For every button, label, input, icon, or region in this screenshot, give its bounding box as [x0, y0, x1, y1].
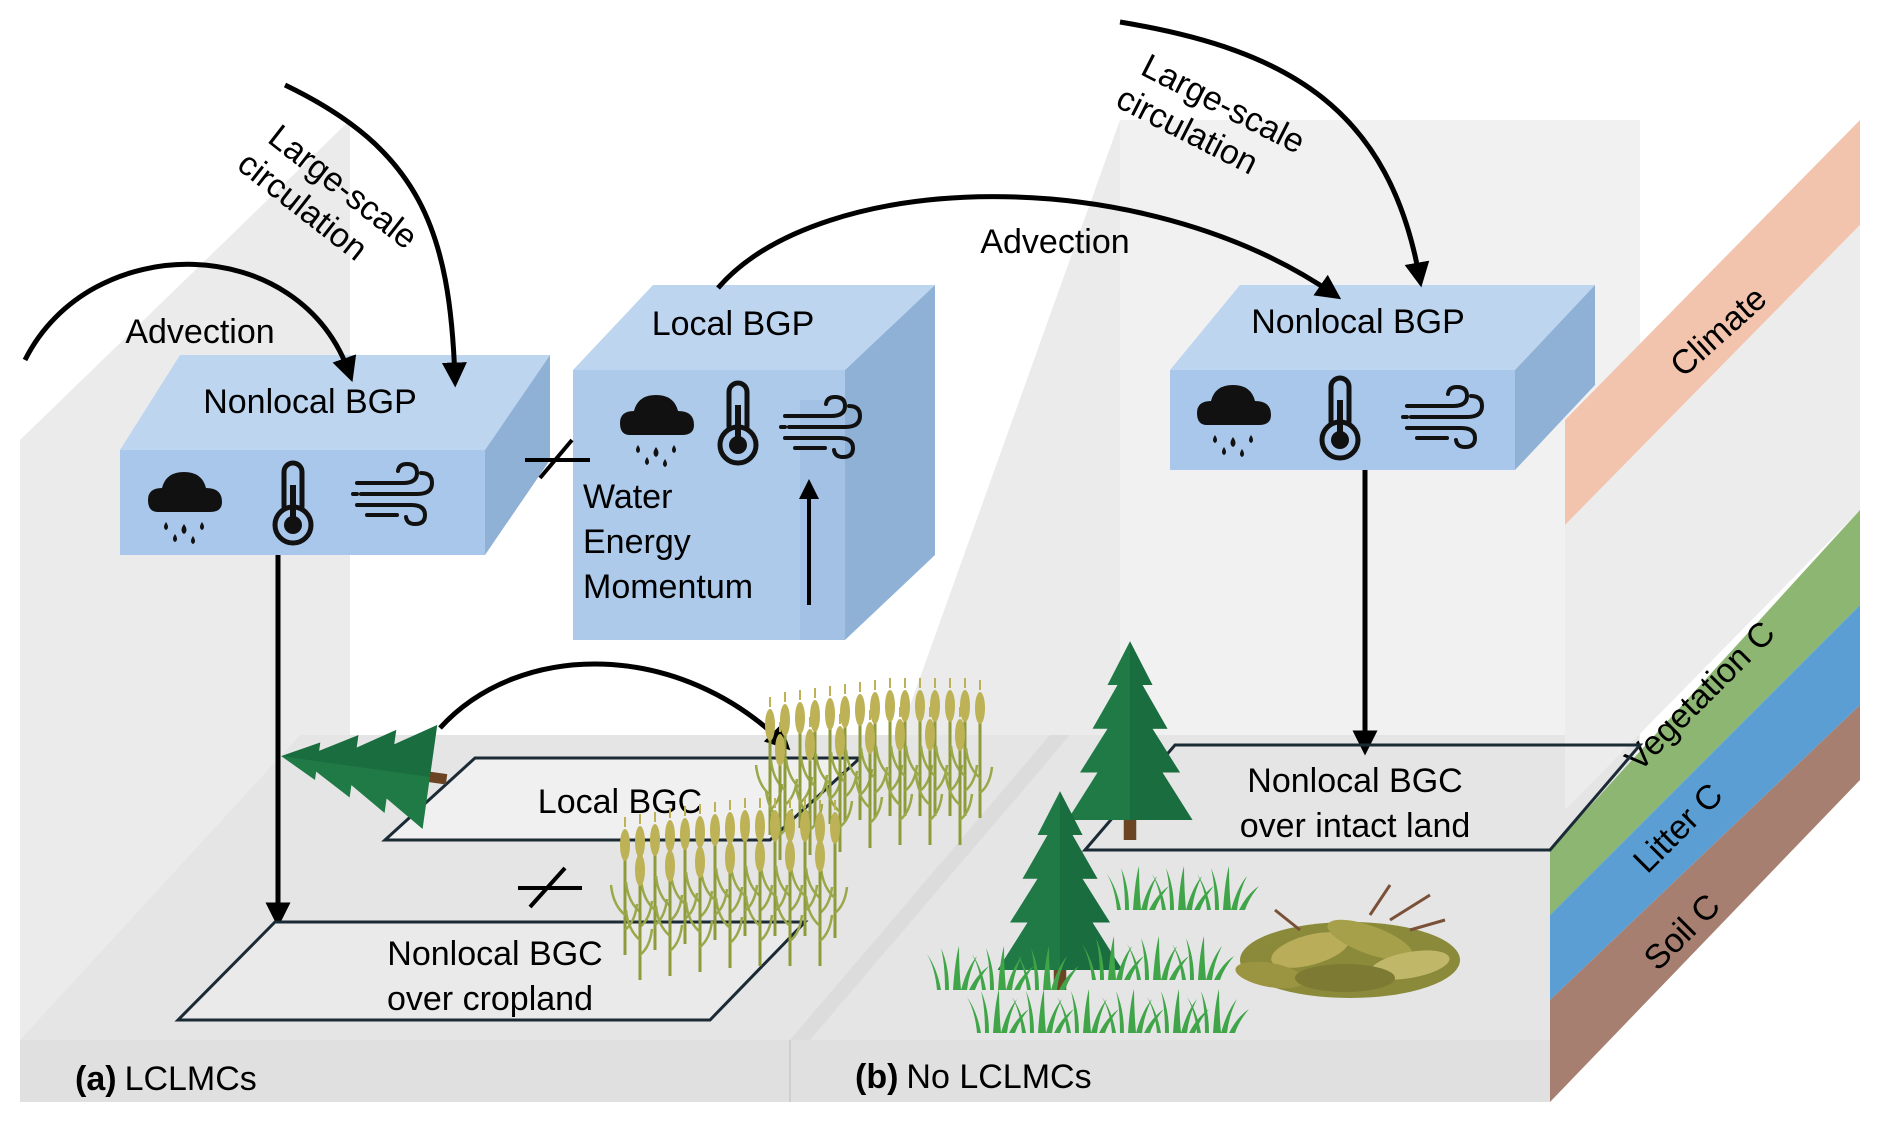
- momentum-label: Momentum: [583, 568, 753, 606]
- panel-a-label: (a)LCLMCs: [75, 1060, 257, 1098]
- nonlocal-bgp-label-b: Nonlocal BGP: [1251, 303, 1465, 341]
- local-bgp-box: Local BGP Water Energy Momentum: [573, 285, 935, 640]
- litter-pile-icon: [1235, 884, 1460, 998]
- soil-layer: [1550, 705, 1860, 1102]
- nonlocal-bgc-cropland-plane: Nonlocal BGC over cropland: [174, 920, 809, 1022]
- no-interaction-symbol-bottom: [518, 866, 582, 909]
- nonlocal-bgc-crop-line2: over cropland: [387, 980, 593, 1018]
- advection-arrow-b: [716, 194, 1342, 300]
- panel-b-label: (b)No LCLMCs: [855, 1058, 1092, 1096]
- advection-arrow-a: [22, 261, 357, 383]
- advection-label-a: Advection: [125, 313, 274, 351]
- vegetation-layer: [1550, 510, 1860, 915]
- panel-b-nonlocal-bgp-box: Nonlocal BGP: [1170, 285, 1595, 470]
- nonlocal-bgc-intact-line2: over intact land: [1240, 807, 1471, 845]
- carbon-layers: Climate Vegetation C Litter C Soil C: [1550, 120, 1860, 1102]
- large-scale-arrow-b: [1119, 19, 1430, 288]
- nonlocal-bgc-crop-line1: Nonlocal BGC: [387, 935, 602, 973]
- climate-layer: [1565, 120, 1860, 525]
- energy-label: Energy: [583, 523, 691, 561]
- local-bgp-label: Local BGP: [652, 305, 815, 343]
- local-bgc-arrow: [438, 661, 791, 751]
- litter-layer: [1550, 605, 1860, 1000]
- large-scale-arrow-a: [283, 82, 467, 388]
- no-interaction-symbol-top: [525, 438, 590, 480]
- water-label: Water: [583, 478, 672, 516]
- advection-label-b: Advection: [980, 223, 1129, 261]
- local-bgc-label: Local BGC: [538, 783, 702, 821]
- nonlocal-bgp-label-a: Nonlocal BGP: [203, 383, 417, 421]
- panel-a-nonlocal-bgp-box: Nonlocal BGP: [120, 355, 550, 555]
- nonlocal-bgc-intact-line1: Nonlocal BGC: [1247, 762, 1462, 800]
